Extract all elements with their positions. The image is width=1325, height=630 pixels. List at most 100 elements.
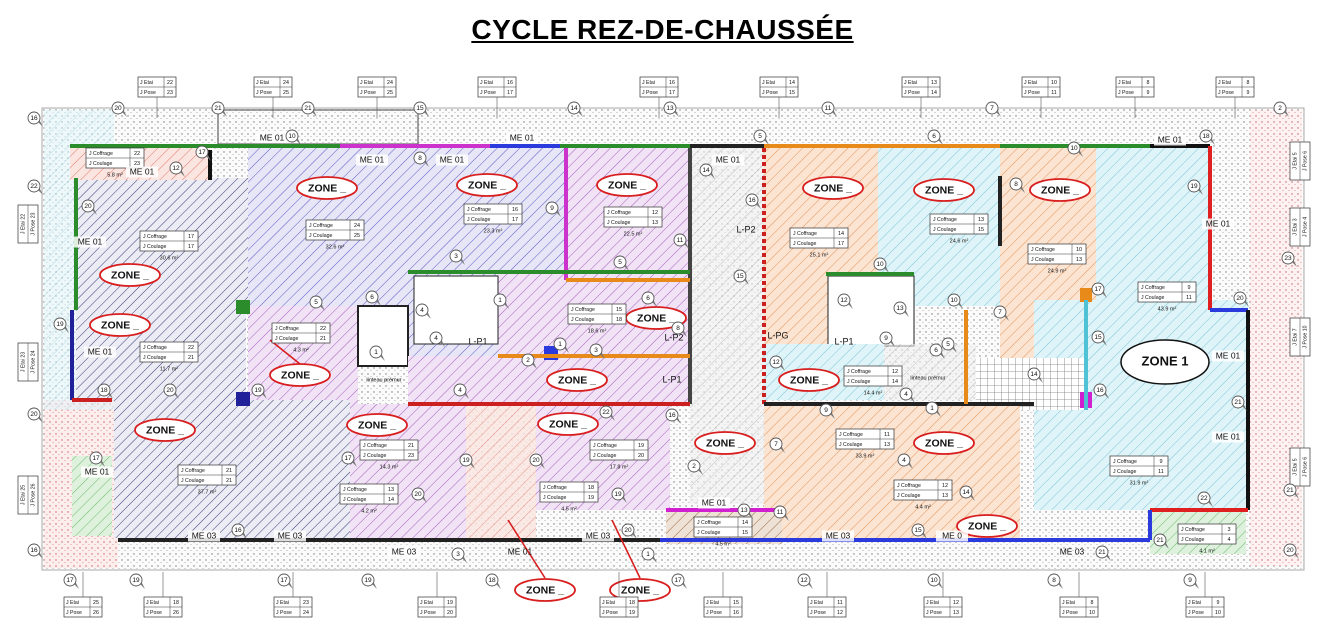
zone-label: ZONE _ [358, 419, 396, 431]
pose-day: 16 [733, 610, 739, 616]
callout-circle [821, 101, 835, 115]
zone-label: ZONE _ [526, 584, 564, 596]
coulage-day: 23 [408, 453, 414, 459]
pose-day: 11 [1051, 90, 1057, 96]
beam-label: ME 01 [1216, 431, 1241, 441]
coulage-day: 11 [1158, 469, 1164, 475]
callout-number: 1 [930, 405, 934, 412]
pose-label: J Pose [276, 610, 292, 616]
callout-number: 10 [1070, 145, 1078, 152]
callout-pointer [422, 497, 427, 503]
etai-day: 8 [1147, 80, 1150, 86]
etai-label: J Etai [706, 600, 719, 606]
callout-marker: 1 [925, 401, 941, 417]
callout-circle [621, 523, 635, 537]
callout-pointer [936, 411, 941, 417]
zone-ellipse [346, 413, 408, 437]
callout-circle [893, 301, 907, 315]
pose-label: J Pose [1024, 90, 1040, 96]
callout-marker: 20 [81, 199, 97, 215]
callout-circle [361, 573, 375, 587]
callout-marker: 4 [415, 303, 431, 319]
coffrage-day: 21 [226, 468, 232, 474]
coulage-day: 18 [616, 317, 622, 323]
callout-circle [873, 257, 887, 271]
coffrage-label: J Coffrage [1031, 247, 1055, 253]
pose-label: J Pose [642, 90, 658, 96]
callout-circle [947, 293, 961, 307]
coulage-label: J Coulage [363, 453, 386, 459]
pose-day: 24 [303, 610, 309, 616]
coffrage-label: J Coffrage [467, 207, 491, 213]
zone-marker: ZONE _ [89, 313, 151, 337]
callout-number: 22 [30, 183, 38, 190]
beam-label-bg [712, 154, 744, 166]
beam-label-bg [126, 166, 158, 178]
callout-marker: 11 [673, 233, 689, 249]
coffrage-day: 22 [188, 345, 194, 351]
pose-label: J Pose [602, 610, 618, 616]
callout-pointer [1102, 292, 1107, 298]
slab-area: 18.6 m² [588, 328, 607, 334]
coffrage-day: 18 [588, 485, 594, 491]
coulage-day: 17 [838, 241, 844, 247]
callout-number: 1 [558, 341, 562, 348]
callout-number: 8 [1052, 577, 1056, 584]
callout-marker: 17 [89, 451, 105, 467]
coulage-label: J Coulage [275, 336, 298, 342]
callout-number: 15 [1094, 334, 1102, 341]
etai-day: 14 [789, 80, 795, 86]
slab-area: 17.8 m² [610, 464, 629, 470]
etai-label: J Etai [256, 80, 269, 86]
pose-label: J Pose [762, 90, 778, 96]
callout-number: 5 [618, 259, 622, 266]
callout-marker: 10 [947, 293, 963, 309]
callout-marker: 9 [879, 331, 895, 347]
beam-label: ME 03 [586, 530, 611, 540]
callout-number: 22 [1200, 495, 1208, 502]
callout-circle [599, 405, 613, 419]
callout-number: 19 [462, 457, 470, 464]
callout-marker: 21 [1095, 545, 1111, 561]
beam-label: ME 03 [826, 530, 851, 540]
etai-day: 16 [507, 80, 513, 86]
callout-number: 9 [1188, 577, 1192, 584]
zone-marker: ZONE _ [778, 368, 840, 392]
callout-marker: 15 [413, 101, 429, 117]
coffrage-label: J Coffrage [543, 485, 567, 491]
etai-label: J Etai 25 [20, 485, 26, 505]
callout-circle [925, 401, 939, 415]
pose-label: J Pose 24 [30, 350, 36, 373]
callout-circle [733, 269, 747, 283]
callout-number: 19 [56, 321, 64, 328]
etai-label: J Etai 23 [20, 352, 26, 372]
pose-label: J Pose 6 [1302, 457, 1308, 477]
zone-1-label: ZONE 1 [1142, 353, 1189, 368]
beam-label: ME 01 [260, 132, 285, 142]
zone-label: ZONE _ [549, 418, 587, 430]
callout-circle [663, 101, 677, 115]
etai-day: 10 [1051, 80, 1057, 86]
callout-number: 1 [646, 551, 650, 558]
zone-ellipse [802, 176, 864, 200]
callout-pointer [470, 463, 475, 469]
callout-pointer [748, 513, 753, 519]
slab-area: 4.5 m² [715, 541, 731, 547]
beam-label: ME 01 [360, 154, 385, 164]
coffrage-day: 14 [838, 231, 844, 237]
callout-circle [301, 101, 315, 115]
callout-circle [277, 573, 291, 587]
callout-circle [673, 233, 687, 247]
beam-label-bg [84, 346, 116, 358]
coulage-day: 15 [742, 530, 748, 536]
callout-pointer [1242, 405, 1247, 411]
callout-marker: 22 [1197, 491, 1213, 507]
zone-label: ZONE _ [637, 312, 675, 324]
etai-day: 18 [629, 600, 635, 606]
zone-label: ZONE _ [706, 437, 744, 449]
